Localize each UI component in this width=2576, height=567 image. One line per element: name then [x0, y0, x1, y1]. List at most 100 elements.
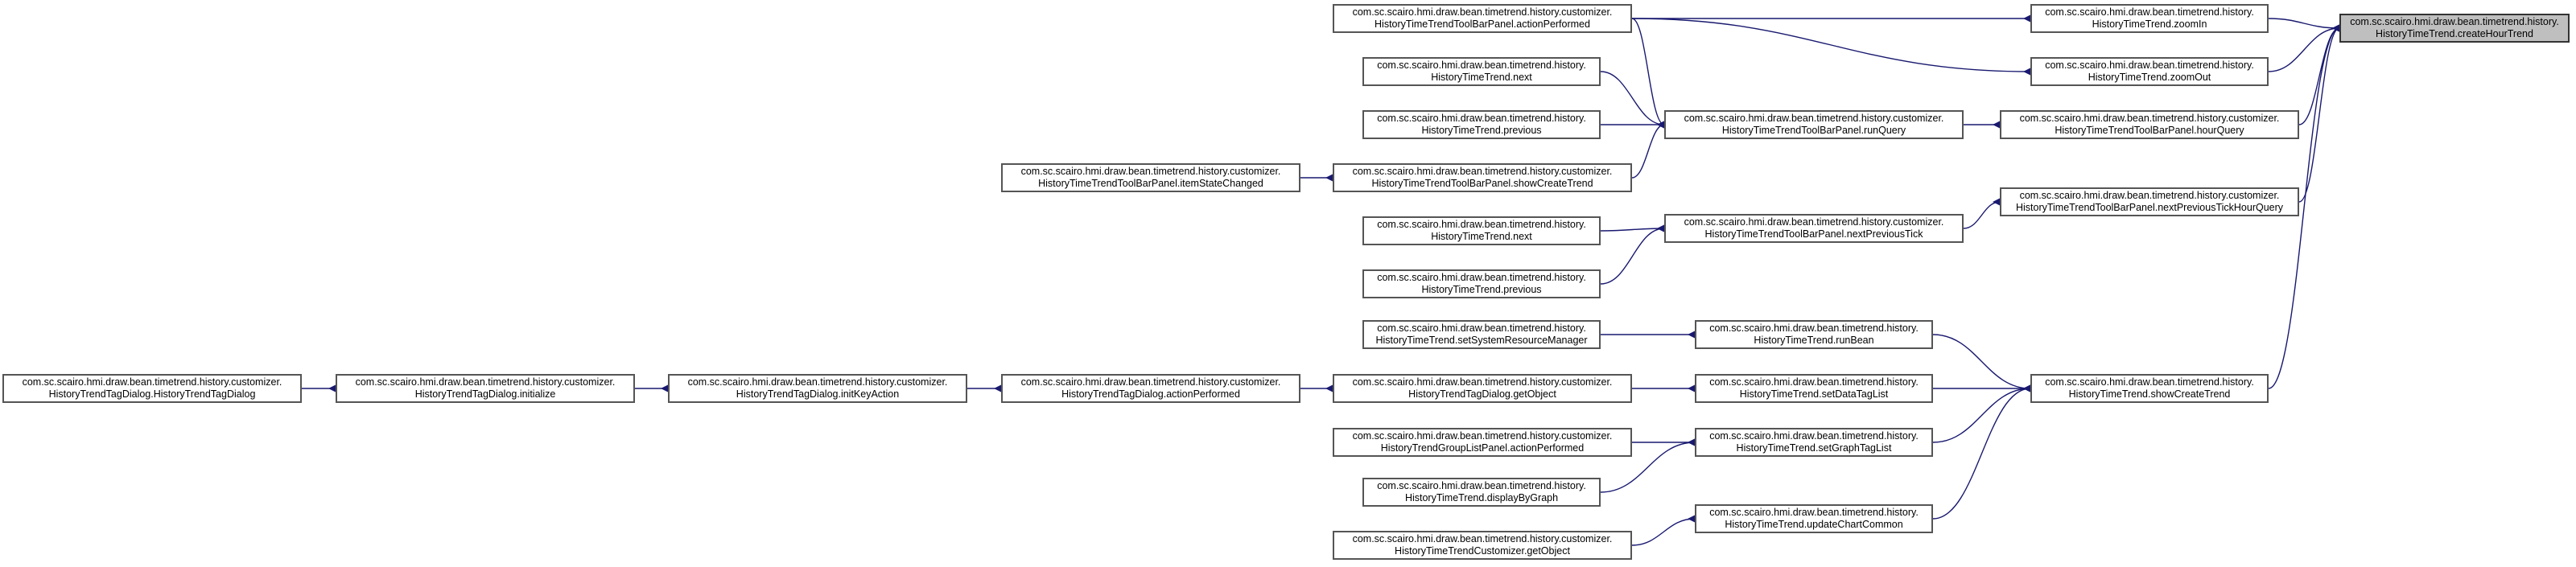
node-line-method: HistoryTimeTrend.showCreateTrend [2068, 388, 2231, 400]
edge-actionPerformedToolbar-to-runQuery [1631, 18, 1665, 129]
node-history-time-trend-set-graph-tag-list[interactable]: com.sc.scairo.hmi.draw.bean.timetrend.hi… [1695, 428, 1933, 457]
node-tag-dialog-get-object[interactable]: com.sc.scairo.hmi.draw.bean.timetrend.hi… [1333, 374, 1632, 403]
node-line-method: HistoryTimeTrend.runBean [1754, 335, 1874, 346]
node-line-method: HistoryTimeTrend.previous [1421, 125, 1542, 136]
edge-displayByGraph-to-setGraphTagList [1600, 438, 1696, 493]
node-line-package: com.sc.scairo.hmi.draw.bean.timetrend.hi… [1352, 6, 1613, 18]
node-line-package: com.sc.scairo.hmi.draw.bean.timetrend.hi… [687, 376, 948, 388]
node-line-method: HistoryTimeTrendToolBarPanel.runQuery [1721, 125, 1906, 136]
node-history-time-trend-create-hour-trend: com.sc.scairo.hmi.draw.bean.timetrend.hi… [2339, 14, 2570, 43]
node-tag-dialog-initialize[interactable]: com.sc.scairo.hmi.draw.bean.timetrend.hi… [336, 374, 635, 403]
node-history-time-trend-show-create-trend[interactable]: com.sc.scairo.hmi.draw.bean.timetrend.hi… [2030, 374, 2269, 403]
node-line-package: com.sc.scairo.hmi.draw.bean.timetrend.hi… [1377, 219, 1586, 230]
node-line-package: com.sc.scairo.hmi.draw.bean.timetrend.hi… [22, 376, 282, 388]
node-line-package: com.sc.scairo.hmi.draw.bean.timetrend.hi… [1377, 480, 1586, 491]
node-line-package: com.sc.scairo.hmi.draw.bean.timetrend.hi… [1352, 533, 1613, 544]
node-line-method: HistoryTimeTrendToolBarPanel.nextPreviou… [2015, 202, 2284, 213]
edge-getObjectCustomizer-to-updateChartCommon [1631, 515, 1696, 546]
node-history-time-trend-previous[interactable]: com.sc.scairo.hmi.draw.bean.timetrend.hi… [1362, 269, 1601, 298]
node-line-package: com.sc.scairo.hmi.draw.bean.timetrend.hi… [2045, 6, 2254, 18]
node-line-method: HistoryTimeTrend.setDataTagList [1739, 388, 1889, 400]
node-history-time-trend-zoom-in[interactable]: com.sc.scairo.hmi.draw.bean.timetrend.hi… [2030, 4, 2269, 33]
node-line-method: HistoryTimeTrendToolBarPanel.showCreateT… [1371, 178, 1593, 189]
edge-showCreateTrendToolbar-to-runQuery [1631, 121, 1665, 179]
edge-showCreateTrend-to-createHourTrend [2268, 24, 2340, 389]
node-history-time-trend-previous[interactable]: com.sc.scairo.hmi.draw.bean.timetrend.hi… [1362, 110, 1601, 139]
node-toolbar-panel-show-create-trend[interactable]: com.sc.scairo.hmi.draw.bean.timetrend.hi… [1333, 163, 1632, 192]
node-history-time-trend-set-system-resource-manager[interactable]: com.sc.scairo.hmi.draw.bean.timetrend.hi… [1362, 320, 1601, 349]
edge-updateChartCommon-to-showCreateTrend [1932, 384, 2031, 520]
node-line-package: com.sc.scairo.hmi.draw.bean.timetrend.hi… [2019, 190, 2280, 201]
node-history-time-trend-next[interactable]: com.sc.scairo.hmi.draw.bean.timetrend.hi… [1362, 216, 1601, 245]
node-toolbar-panel-run-query[interactable]: com.sc.scairo.hmi.draw.bean.timetrend.hi… [1664, 110, 1964, 139]
node-tag-dialog-constructor[interactable]: com.sc.scairo.hmi.draw.bean.timetrend.hi… [2, 374, 302, 403]
edge-hourQuery-to-createHourTrend [2298, 24, 2340, 125]
node-line-method: HistoryTimeTrend.previous [1421, 284, 1542, 295]
node-line-package: com.sc.scairo.hmi.draw.bean.timetrend.hi… [1377, 272, 1586, 283]
node-line-method: HistoryTimeTrend.next [1431, 72, 1532, 83]
node-line-method: HistoryTimeTrend.setSystemResourceManage… [1375, 335, 1588, 346]
node-line-package: com.sc.scairo.hmi.draw.bean.timetrend.hi… [1020, 166, 1281, 177]
edge-previous2-to-nextPreviousTick [1600, 224, 1665, 285]
node-line-package: com.sc.scairo.hmi.draw.bean.timetrend.hi… [1352, 376, 1613, 388]
node-history-time-trend-update-chart-common[interactable]: com.sc.scairo.hmi.draw.bean.timetrend.hi… [1695, 504, 1933, 533]
node-line-method: HistoryTrendTagDialog.initialize [414, 388, 556, 400]
node-toolbar-panel-next-previous-tick-hour-query[interactable]: com.sc.scairo.hmi.draw.bean.timetrend.hi… [2000, 187, 2299, 216]
node-line-method: HistoryTimeTrend.displayByGraph [1404, 492, 1559, 503]
node-toolbar-panel-hour-query[interactable]: com.sc.scairo.hmi.draw.bean.timetrend.hi… [2000, 110, 2299, 139]
node-line-package: com.sc.scairo.hmi.draw.bean.timetrend.hi… [1684, 113, 1944, 124]
node-line-package: com.sc.scairo.hmi.draw.bean.timetrend.hi… [1377, 60, 1586, 71]
node-line-method: HistoryTimeTrend.updateChartCommon [1725, 519, 1903, 530]
edge-setGraphTagList-to-showCreateTrend [1932, 384, 2031, 443]
edge-runBean-to-showCreateTrend [1932, 334, 2031, 392]
node-toolbar-panel-next-previous-tick[interactable]: com.sc.scairo.hmi.draw.bean.timetrend.hi… [1664, 214, 1964, 243]
node-line-method: HistoryTimeTrend.next [1431, 231, 1532, 242]
node-line-package: com.sc.scairo.hmi.draw.bean.timetrend.hi… [2045, 376, 2254, 388]
edge-nextPreviousTick-to-nextPrevTickHourQuery [1963, 198, 2001, 229]
node-line-package: com.sc.scairo.hmi.draw.bean.timetrend.hi… [1684, 216, 1944, 228]
node-line-package: com.sc.scairo.hmi.draw.bean.timetrend.hi… [1352, 166, 1613, 177]
node-line-package: com.sc.scairo.hmi.draw.bean.timetrend.hi… [2045, 60, 2254, 71]
node-line-method: HistoryTimeTrendToolBarPanel.actionPerfo… [1375, 18, 1590, 30]
node-group-list-panel-action-performed[interactable]: com.sc.scairo.hmi.draw.bean.timetrend.hi… [1333, 428, 1632, 457]
node-toolbar-panel-action-performed[interactable]: com.sc.scairo.hmi.draw.bean.timetrend.hi… [1333, 4, 1632, 33]
node-line-package: com.sc.scairo.hmi.draw.bean.timetrend.hi… [1709, 376, 1919, 388]
edge-nextPrevTickHourQuery-to-createHourTrend [2298, 24, 2340, 203]
node-line-package: com.sc.scairo.hmi.draw.bean.timetrend.hi… [1377, 323, 1586, 334]
node-line-package: com.sc.scairo.hmi.draw.bean.timetrend.hi… [2350, 16, 2559, 27]
node-line-package: com.sc.scairo.hmi.draw.bean.timetrend.hi… [2019, 113, 2280, 124]
node-line-method: HistoryTimeTrendToolBarPanel.nextPreviou… [1704, 228, 1923, 240]
node-line-method: HistoryTimeTrend.zoomOut [2088, 72, 2211, 83]
node-toolbar-panel-item-state-changed[interactable]: com.sc.scairo.hmi.draw.bean.timetrend.hi… [1001, 163, 1300, 192]
node-history-time-trend-set-data-tag-list[interactable]: com.sc.scairo.hmi.draw.bean.timetrend.hi… [1695, 374, 1933, 403]
edges-layer [301, 14, 2340, 546]
node-line-package: com.sc.scairo.hmi.draw.bean.timetrend.hi… [1020, 376, 1281, 388]
node-line-package: com.sc.scairo.hmi.draw.bean.timetrend.hi… [1709, 507, 1919, 518]
node-history-time-trend-run-bean[interactable]: com.sc.scairo.hmi.draw.bean.timetrend.hi… [1695, 320, 1933, 349]
node-customizer-get-object[interactable]: com.sc.scairo.hmi.draw.bean.timetrend.hi… [1333, 531, 1632, 560]
node-line-package: com.sc.scairo.hmi.draw.bean.timetrend.hi… [355, 376, 616, 388]
node-line-method: HistoryTrendTagDialog.actionPerformed [1061, 388, 1240, 400]
node-line-method: HistoryTimeTrendToolBarPanel.hourQuery [2055, 125, 2244, 136]
node-tag-dialog-init-key-action[interactable]: com.sc.scairo.hmi.draw.bean.timetrend.hi… [668, 374, 967, 403]
node-line-package: com.sc.scairo.hmi.draw.bean.timetrend.hi… [1377, 113, 1586, 124]
node-line-method: HistoryTimeTrend.zoomIn [2092, 18, 2207, 30]
node-line-method: HistoryTrendTagDialog.initKeyAction [736, 388, 900, 400]
node-line-package: com.sc.scairo.hmi.draw.bean.timetrend.hi… [1352, 430, 1613, 442]
node-line-method: HistoryTrendGroupListPanel.actionPerform… [1380, 442, 1585, 454]
node-line-method: HistoryTimeTrendCustomizer.getObject [1395, 545, 1570, 557]
node-line-method: HistoryTimeTrend.setGraphTagList [1736, 442, 1892, 454]
node-line-method: HistoryTimeTrend.createHourTrend [2376, 28, 2533, 39]
node-line-package: com.sc.scairo.hmi.draw.bean.timetrend.hi… [1709, 430, 1919, 442]
node-history-time-trend-zoom-out[interactable]: com.sc.scairo.hmi.draw.bean.timetrend.hi… [2030, 57, 2269, 86]
edge-next2-to-nextPreviousTick [1600, 224, 1665, 232]
edge-actionPerformedToolbar-to-zoomOut [1631, 18, 2031, 76]
node-history-time-trend-display-by-graph[interactable]: com.sc.scairo.hmi.draw.bean.timetrend.hi… [1362, 478, 1601, 507]
edge-zoomOut-to-createHourTrend [2268, 24, 2340, 72]
node-tag-dialog-action-performed[interactable]: com.sc.scairo.hmi.draw.bean.timetrend.hi… [1001, 374, 1300, 403]
node-line-method: HistoryTimeTrendToolBarPanel.itemStateCh… [1038, 178, 1263, 189]
edge-next1-to-runQuery [1600, 71, 1665, 129]
node-history-time-trend-next[interactable]: com.sc.scairo.hmi.draw.bean.timetrend.hi… [1362, 57, 1601, 86]
node-line-method: HistoryTrendTagDialog.getObject [1408, 388, 1556, 400]
